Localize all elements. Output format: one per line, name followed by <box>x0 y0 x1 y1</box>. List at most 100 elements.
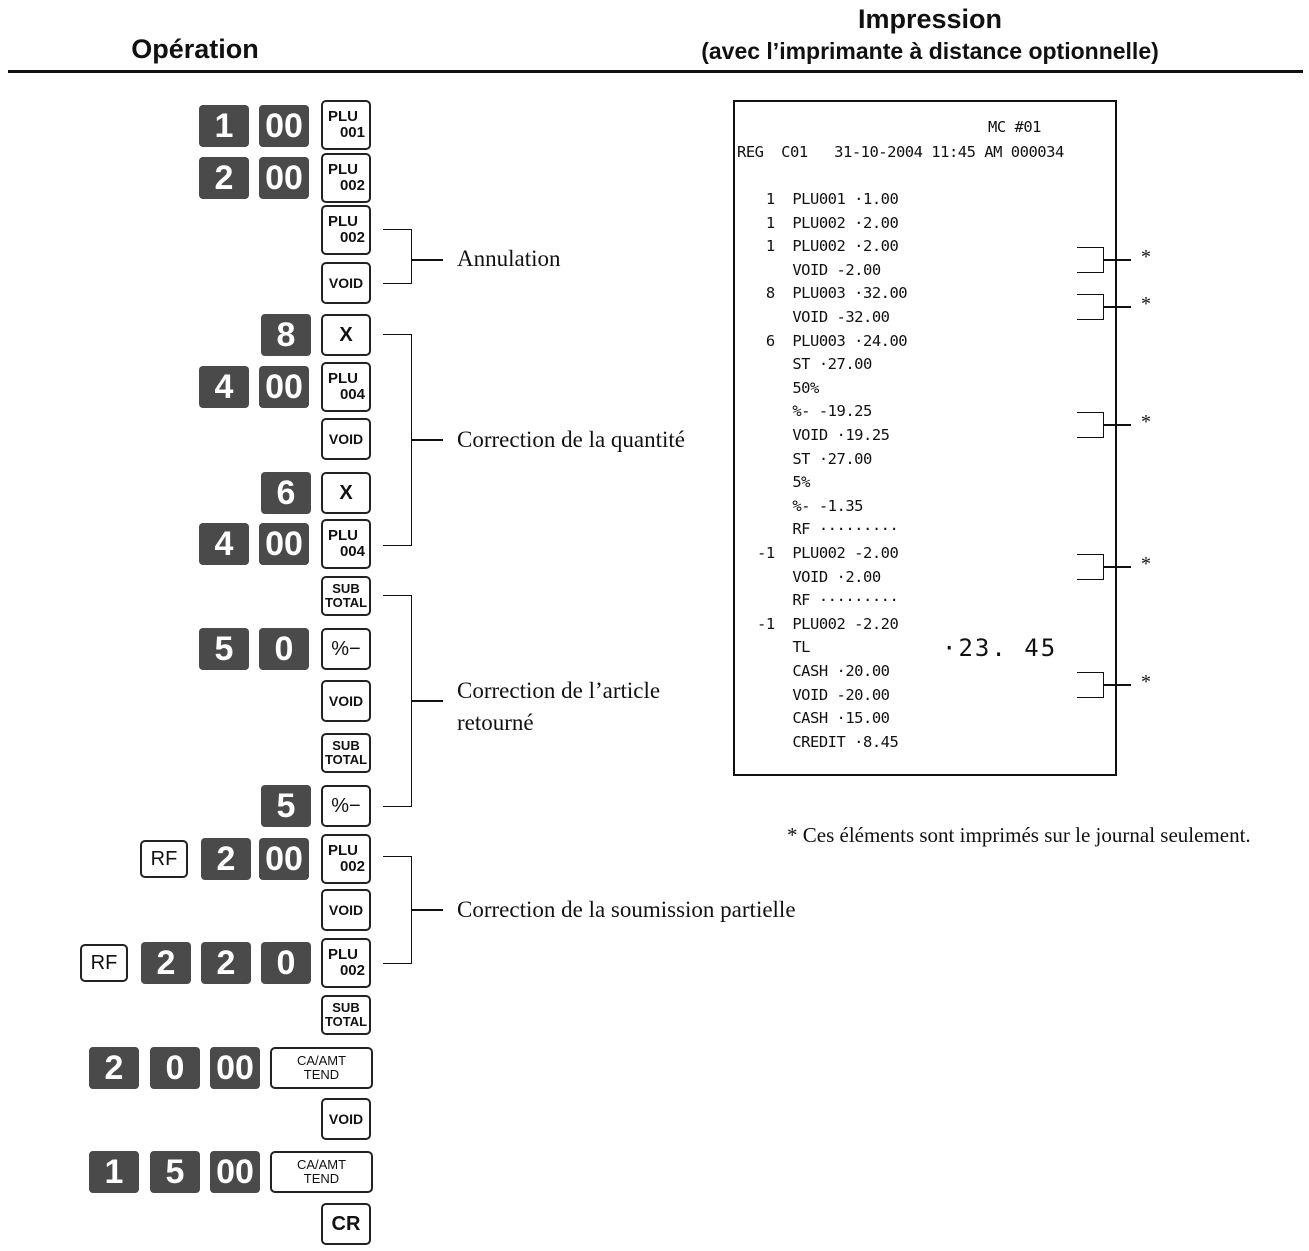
journal-bracket <box>1077 672 1104 698</box>
journal-star: * <box>1141 671 1151 693</box>
receipt <box>733 100 1117 776</box>
receipt-line: 1 PLU002 ·2.00 <box>757 213 899 232</box>
journal-bracket-line <box>1103 684 1131 686</box>
plu-label: PLU <box>328 213 358 231</box>
plu-number: 004 <box>339 386 365 403</box>
bracket-annulation <box>383 229 412 284</box>
key-5: 5 <box>199 628 249 670</box>
impression-subheading: (avec l’imprimante à distance optionnell… <box>701 38 1159 64</box>
key-5: 5 <box>150 1151 200 1193</box>
journal-bracket-line <box>1103 306 1131 308</box>
key-0: 0 <box>150 1047 200 1089</box>
bracket-returned <box>383 595 412 807</box>
bracket-line <box>411 259 443 261</box>
key-6: 6 <box>261 472 311 514</box>
key-4: 4 <box>199 366 249 408</box>
key-cr: CR <box>321 1203 371 1245</box>
journal-star: * <box>1141 411 1151 434</box>
annotation-returned-2: retourné <box>457 710 534 735</box>
header-rule <box>8 70 1303 73</box>
receipt-line: 5% <box>757 473 810 492</box>
key-0: 0 <box>259 628 309 670</box>
key-void: VOID <box>321 889 371 931</box>
plu-number: 002 <box>339 177 365 194</box>
key-x: X <box>321 314 371 356</box>
key-2: 2 <box>201 838 251 880</box>
key-0: 0 <box>261 942 311 984</box>
plu-label: PLU <box>328 370 358 388</box>
key-1: 1 <box>89 1151 139 1193</box>
bracket-partial <box>383 856 412 964</box>
receipt-line: VOID -32.00 <box>757 308 890 326</box>
plu-label: PLU <box>328 108 358 126</box>
annotation-partial: Correction de la soumission partielle <box>457 897 796 922</box>
key-1: 1 <box>199 105 249 147</box>
receipt-line: CREDIT ·8.45 <box>757 732 899 751</box>
plu-label: PLU <box>328 946 358 964</box>
plu-number: 002 <box>339 229 365 246</box>
receipt-line: RF ········· <box>757 591 899 610</box>
plu-number: 004 <box>339 543 365 560</box>
journal-bracket <box>1077 247 1104 274</box>
annotation-returned-1: Correction de l’article <box>457 678 661 703</box>
key-x: X <box>321 472 371 514</box>
receipt-line: 1 PLU002 ·2.00 <box>757 237 899 256</box>
bracket-line <box>411 909 443 911</box>
key-rf: RF <box>140 840 188 878</box>
receipt-line: VOID ·2.00 <box>757 567 881 586</box>
key-percent-minus: %− <box>321 785 371 827</box>
journal-bracket-line <box>1103 566 1131 568</box>
key-2: 2 <box>201 942 251 984</box>
receipt-line: %- -19.25 <box>757 402 872 421</box>
key-rf: RF <box>80 944 128 982</box>
key-percent-minus: %− <box>321 628 371 670</box>
key-2: 2 <box>199 157 249 199</box>
receipt-line: -1 PLU002 -2.20 <box>757 614 899 633</box>
receipt-line: CASH ·15.00 <box>757 709 890 728</box>
annotation-annulation: Annulation <box>457 246 561 271</box>
receipt-line: 6 PLU003 ·24.00 <box>757 331 908 350</box>
journal-star: * <box>1141 246 1151 269</box>
key-00: 00 <box>210 1151 260 1193</box>
key-00: 00 <box>259 157 309 199</box>
journal-bracket-line <box>1103 259 1131 261</box>
journal-bracket <box>1077 554 1104 580</box>
journal-star: * <box>1141 293 1151 316</box>
receipt-line: ST ·27.00 <box>757 355 872 374</box>
plu-number: 001 <box>339 124 365 141</box>
journal-bracket <box>1077 412 1104 439</box>
receipt-line: TL <box>757 638 810 657</box>
key-00: 00 <box>259 105 309 147</box>
plu-label: PLU <box>328 161 358 179</box>
receipt-line: RF ········· <box>757 520 899 539</box>
key-8: 8 <box>261 314 311 356</box>
key-00: 00 <box>259 523 309 565</box>
receipt-line: -1 PLU002 -2.00 <box>757 544 899 562</box>
receipt-line: 8 PLU003 ·32.00 <box>757 284 908 303</box>
bracket-line <box>411 700 443 702</box>
receipt-line: 50% <box>757 378 819 397</box>
receipt-line: VOID -2.00 <box>757 260 881 279</box>
key-00: 00 <box>259 366 309 408</box>
bracket-line <box>411 439 443 441</box>
plu-number: 002 <box>339 962 365 979</box>
journal-note: * Ces éléments sont imprimés sur le jour… <box>787 823 1251 847</box>
key-00: 00 <box>259 838 309 880</box>
receipt-line: %- -1.35 <box>757 496 863 515</box>
key-2: 2 <box>141 942 191 984</box>
journal-bracket <box>1077 294 1104 321</box>
key-void: VOID <box>321 1098 371 1140</box>
